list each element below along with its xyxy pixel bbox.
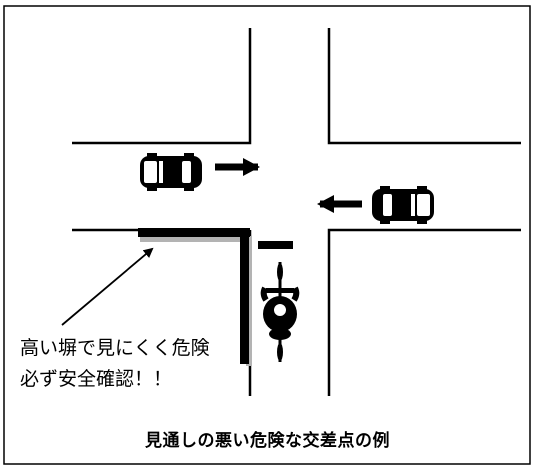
wall-shadow-horizontal xyxy=(140,236,252,242)
high-wall xyxy=(138,228,252,366)
wall-vertical xyxy=(240,228,249,364)
road-edge-bottom-right xyxy=(327,228,521,396)
diagram-caption: 見通しの悪い危険な交差点の例 xyxy=(145,431,390,451)
wall-horizontal xyxy=(138,228,250,237)
car-eastbound-icon xyxy=(140,153,202,191)
car-westbound-icon xyxy=(372,186,434,224)
pointer-arrow xyxy=(61,247,154,326)
warning-line-1: 高い塀で見にくく危険 xyxy=(20,337,210,359)
frame-border xyxy=(3,5,531,465)
road-edge-top-left xyxy=(72,28,252,145)
arrow-westbound-head xyxy=(317,195,334,213)
warning-line-2: 必ず安全確認！！ xyxy=(20,368,173,390)
warning-note: 高い塀で見にくく危険 必ず安全確認！！ xyxy=(20,333,210,395)
road-edge-top-right xyxy=(327,28,521,145)
arrow-eastbound-head xyxy=(243,158,260,176)
bicycle-rider-icon xyxy=(260,262,300,362)
stop-line xyxy=(258,241,293,249)
